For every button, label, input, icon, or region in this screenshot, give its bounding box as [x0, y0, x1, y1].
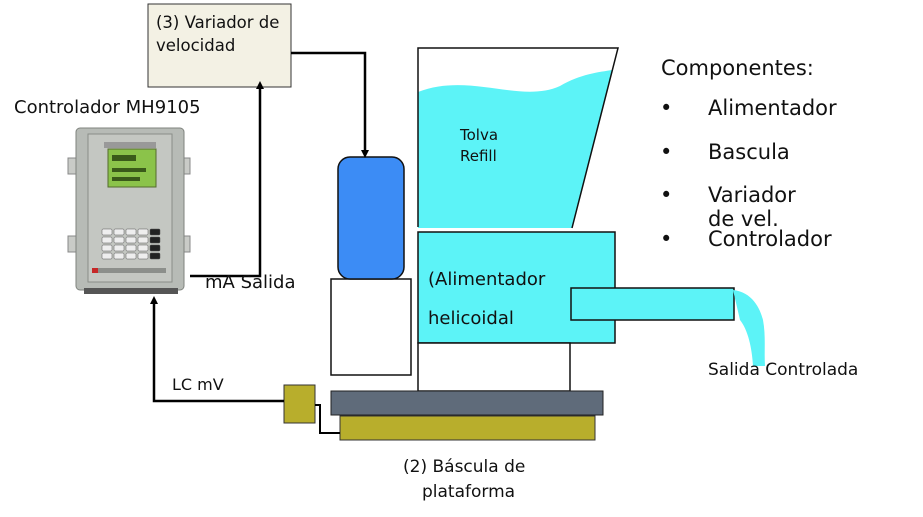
outlet-label: Salida Controlada — [708, 360, 859, 380]
controller-key — [101, 236, 113, 244]
feeder-label-line2: helicoidal — [428, 308, 514, 329]
ma-output-label: mA Salida — [205, 272, 296, 293]
load-cell — [283, 384, 316, 424]
controller-key — [113, 228, 125, 236]
controller-key — [125, 244, 137, 252]
controller-key — [125, 228, 137, 236]
outlet-stream — [733, 290, 765, 366]
variator-label-line1: (3) Variador de — [156, 13, 280, 32]
controller-key — [137, 228, 149, 236]
feeder-label-line1: (Alimentador — [428, 269, 546, 290]
controller-key — [137, 252, 149, 260]
controller-key — [149, 236, 161, 244]
lc-mv-label: LC mV — [172, 375, 224, 394]
bullet: • — [660, 183, 673, 207]
scale-base — [339, 415, 596, 441]
controller-key — [137, 236, 149, 244]
controller-keypad — [101, 228, 161, 260]
component-item-label: Variador de vel. — [708, 183, 796, 231]
variator-label-line2: velocidad — [156, 36, 236, 55]
controller-key — [101, 228, 113, 236]
feeder-support-stand — [417, 342, 571, 392]
controller-title: Controlador MH9105 — [14, 97, 201, 118]
lc-mv-arrow — [150, 296, 284, 403]
scale-label-line1: (2) Báscula de — [403, 457, 526, 477]
controller-key — [137, 244, 149, 252]
controller-key — [113, 244, 125, 252]
component-item-label: Bascula — [708, 139, 790, 164]
component-item-label: Controlador — [708, 226, 832, 251]
controller-key — [149, 244, 161, 252]
load-cell-cable — [315, 404, 340, 434]
hopper — [417, 47, 619, 229]
motor-mount — [330, 278, 412, 376]
speed-variator-box — [147, 3, 292, 88]
controller-device — [67, 127, 191, 294]
feeder-outlet-tube — [570, 287, 735, 321]
scale-label-line2: plataforma — [422, 482, 516, 502]
variator-to-motor-arrow — [291, 51, 369, 158]
hopper-label-line1: Tolva — [460, 126, 499, 144]
component-item-label: Alimentador — [708, 96, 837, 120]
controller-key — [149, 252, 161, 260]
bullet: • — [660, 226, 673, 251]
controller-key — [101, 244, 113, 252]
bullet: • — [660, 96, 673, 120]
controller-key — [113, 252, 125, 260]
bullet: • — [660, 139, 673, 164]
ma-output-arrow — [190, 81, 264, 278]
controller-key — [149, 228, 161, 236]
scale-platform — [330, 390, 604, 416]
motor — [337, 156, 405, 280]
controller-key — [113, 236, 125, 244]
controller-key — [101, 252, 113, 260]
components-title: Componentes: — [661, 56, 814, 80]
controller-key — [125, 236, 137, 244]
controller-key — [125, 252, 137, 260]
hopper-label-line2: Refill — [460, 147, 497, 165]
